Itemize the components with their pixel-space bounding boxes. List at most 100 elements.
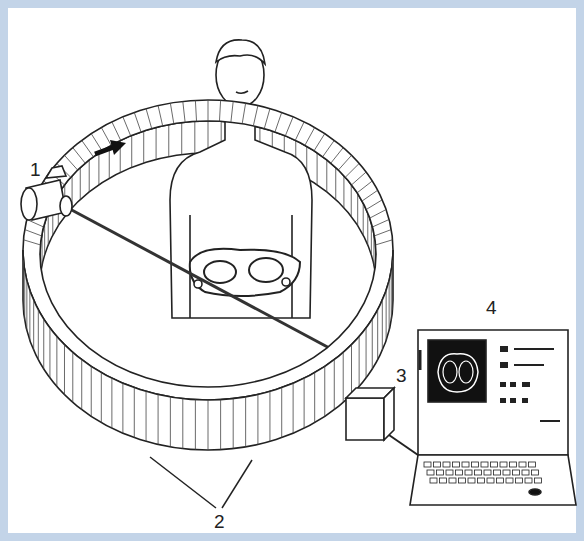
detector-segment: [158, 394, 159, 444]
keyboard-key: [513, 470, 520, 475]
detector-segment: [345, 163, 359, 177]
detector-segment: [101, 127, 111, 145]
detector-segment: [275, 112, 282, 132]
detector-segment: [334, 360, 335, 410]
keyboard-key: [427, 470, 434, 475]
keyboard-key: [525, 478, 532, 483]
detector-segment: [376, 240, 393, 245]
detector-segment: [366, 328, 367, 378]
detector-segment: [392, 260, 393, 310]
detector-segment: [146, 109, 152, 129]
x-ray-beam: [68, 208, 348, 358]
detector-segment: [25, 230, 42, 236]
detector-segment: [351, 345, 352, 395]
keyboard-key: [459, 478, 466, 483]
rotation-arrow: [95, 147, 114, 154]
detector-segment: [29, 290, 30, 340]
signal-processor-box: [346, 388, 394, 440]
patient-mouth: [236, 91, 248, 93]
gantry-rim: [23, 100, 393, 400]
detector-segment: [219, 100, 220, 121]
detector-segment: [208, 100, 209, 121]
leader-line: [222, 460, 252, 508]
tube-end: [21, 188, 37, 220]
keyboard-key: [497, 478, 504, 483]
detector-segment: [44, 223, 45, 255]
patient-torso: [170, 118, 312, 318]
detector-segment: [56, 337, 57, 387]
keyboard-key: [510, 462, 517, 467]
detector-segment: [305, 127, 315, 145]
detector-segment: [362, 190, 378, 201]
detector-segment: [220, 400, 221, 450]
detector-segment: [357, 181, 372, 193]
detector-segment: [91, 366, 92, 416]
keyboard-key: [481, 462, 488, 467]
patient-hair: [216, 40, 265, 64]
detector-segment: [352, 172, 367, 185]
keyboard-key: [472, 462, 479, 467]
keyboard-key: [500, 462, 507, 467]
detector-segment: [170, 103, 173, 124]
detector-segment: [170, 397, 171, 447]
keyboard-key: [484, 470, 491, 475]
detector-segment: [371, 223, 372, 255]
detector-segment: [43, 319, 44, 369]
detector-segment: [72, 352, 73, 402]
detector-segment: [49, 328, 50, 378]
keyboard-key: [503, 470, 510, 475]
keyboard-key: [478, 478, 485, 483]
detector-segment: [48, 213, 49, 245]
detector-segment: [64, 155, 77, 170]
detector-segment: [111, 378, 112, 428]
detector-segment: [367, 213, 368, 245]
detector-segment: [253, 106, 258, 126]
detector-segment: [357, 194, 358, 226]
detector-segment: [91, 134, 102, 151]
detector-segment: [156, 128, 157, 160]
detector-segment: [183, 101, 185, 122]
rotation-arrowhead: [110, 140, 126, 155]
keyboard-key: [465, 470, 472, 475]
detector-segment: [89, 160, 90, 192]
keyboard-key: [437, 470, 444, 475]
detector-segment: [314, 373, 315, 423]
detector-segment: [168, 125, 169, 157]
detector-segment: [23, 240, 40, 245]
keyboard-key: [443, 462, 450, 467]
detector-segment: [131, 135, 132, 167]
detector-segment: [317, 153, 318, 185]
detector-segment: [372, 319, 373, 369]
keyboard-key: [453, 462, 460, 467]
keyboard-key: [468, 478, 475, 483]
detector-segment: [23, 260, 24, 310]
gantry-front-wall: [23, 100, 393, 450]
callout-number: 2: [214, 512, 225, 531]
keyboard-key: [475, 470, 482, 475]
detector-segment: [351, 185, 352, 217]
lung-left: [204, 261, 236, 283]
detector-segment: [370, 210, 386, 219]
detector-segment: [194, 121, 195, 153]
keyboard-key: [434, 462, 441, 467]
detector-segment: [64, 345, 65, 395]
detector-segment: [81, 360, 82, 410]
detector-segment: [231, 101, 233, 122]
keyboard-key: [519, 462, 526, 467]
detector-segment: [195, 100, 196, 121]
keyboard-key: [440, 478, 447, 483]
detector-segment: [242, 103, 245, 124]
detector-segment: [73, 148, 85, 164]
detector-segment: [389, 281, 390, 331]
detector-segment: [33, 300, 34, 350]
detector-segment: [374, 230, 391, 236]
callout-number: 3: [396, 366, 407, 385]
detector-segment: [123, 117, 131, 136]
detector-segment: [323, 140, 335, 156]
detector-segment: [181, 123, 182, 155]
detector-segment: [122, 383, 123, 433]
tube-top: [46, 166, 66, 178]
detector-segment: [257, 394, 258, 444]
detector-segment: [295, 122, 304, 141]
